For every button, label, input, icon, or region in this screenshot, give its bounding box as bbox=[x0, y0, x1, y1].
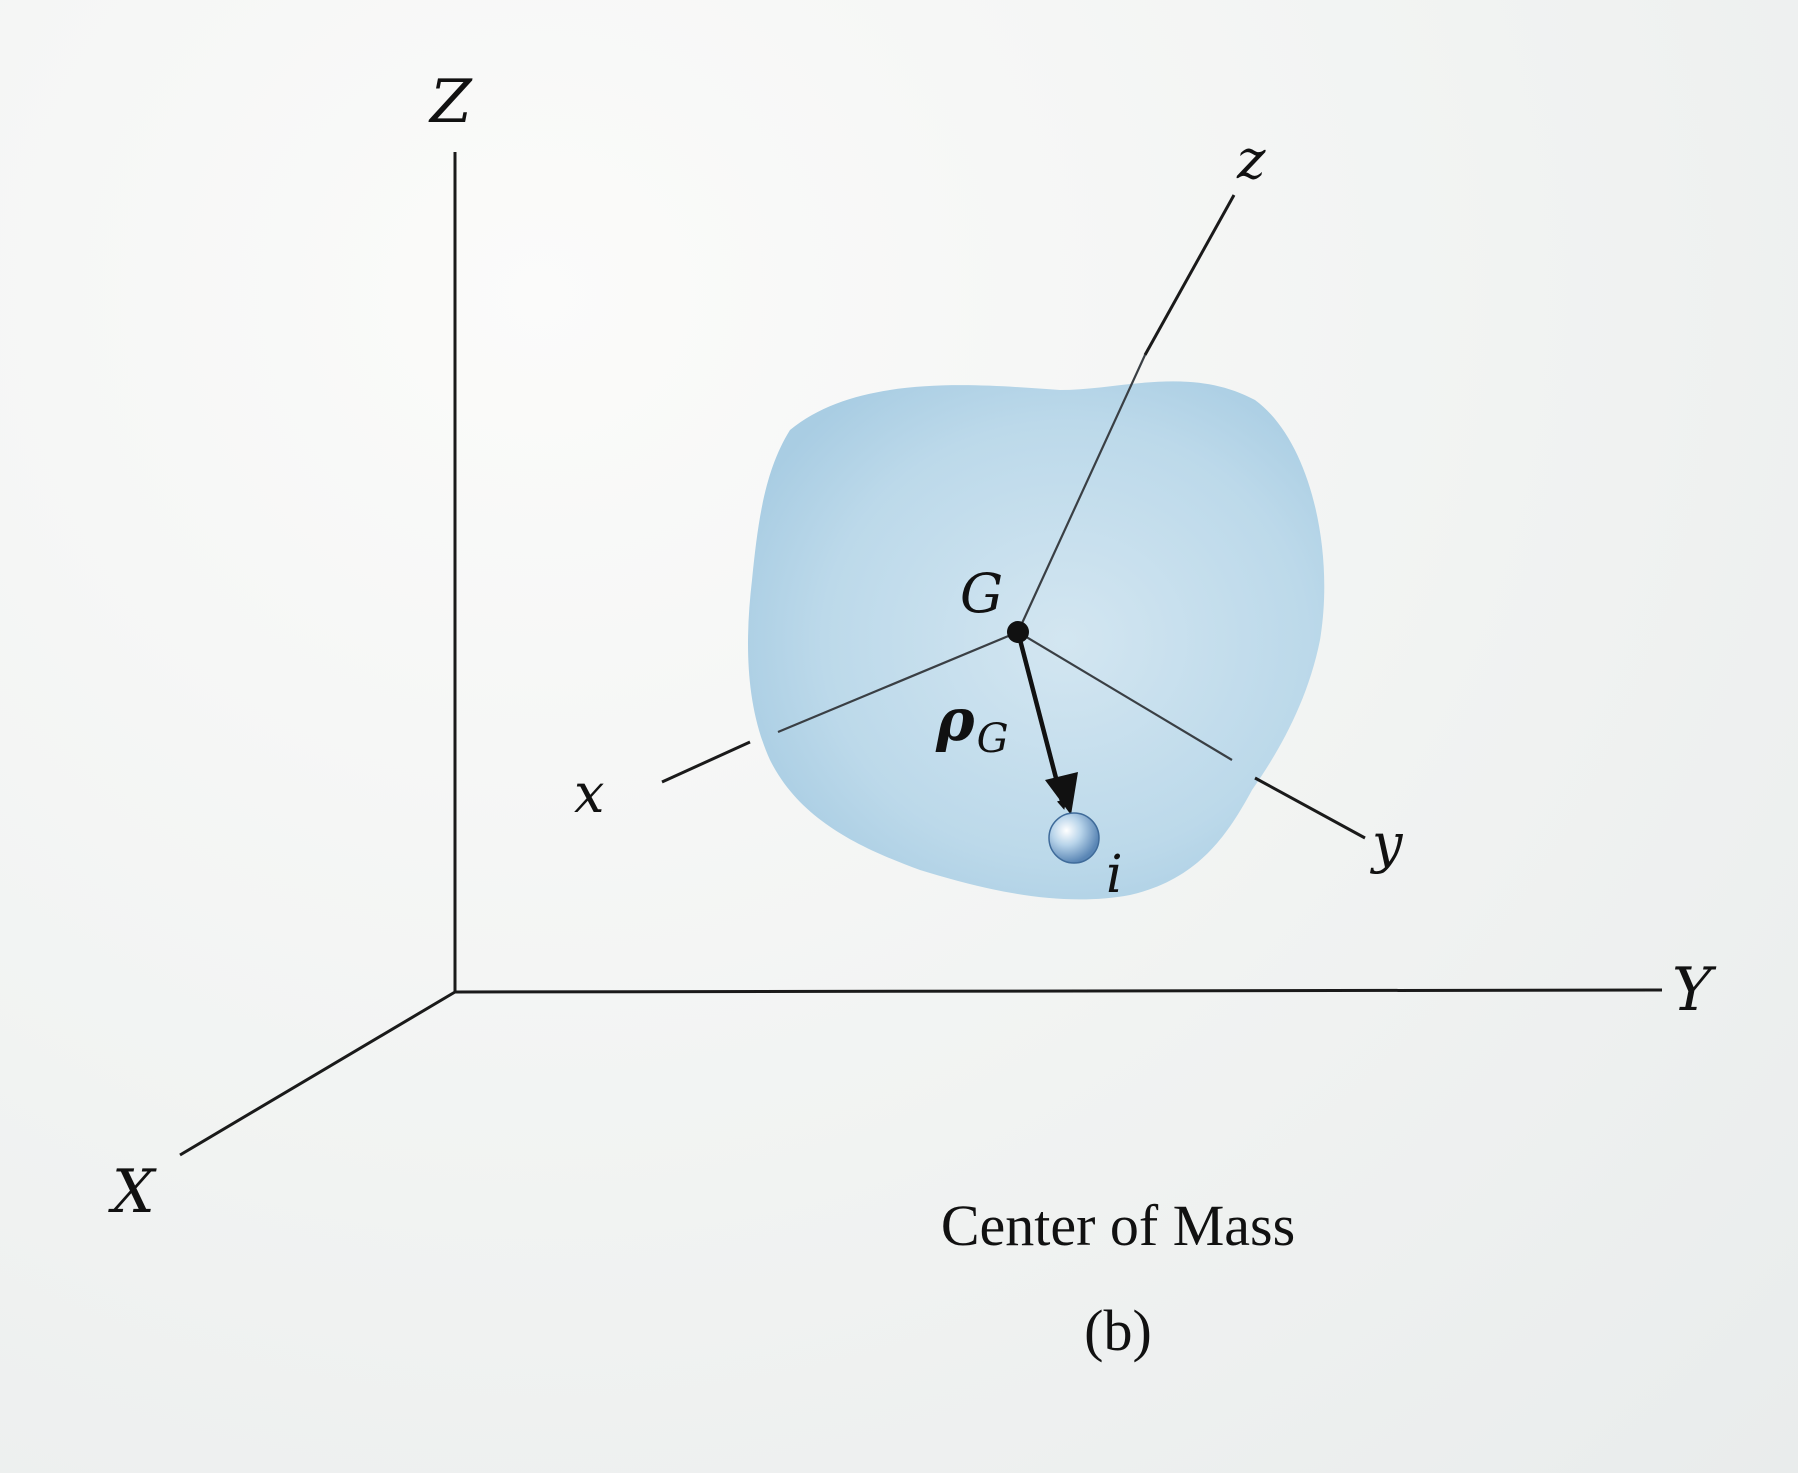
figure-caption: Center of Mass bbox=[941, 1193, 1295, 1258]
y-axis-inner-line bbox=[1017, 631, 1233, 761]
particle-i-sphere bbox=[1048, 812, 1100, 864]
y-axis-outer-line bbox=[1254, 776, 1366, 840]
figure-sublabel: (b) bbox=[1084, 1298, 1152, 1363]
y-axis-label: y bbox=[1370, 812, 1404, 875]
rho-symbol: ρ bbox=[935, 686, 975, 754]
rho-G-label: ρG bbox=[935, 686, 1009, 762]
rho-G-arrowhead bbox=[1045, 772, 1078, 815]
center-of-mass-point bbox=[1007, 621, 1029, 643]
Y-axis-line bbox=[454, 988, 1663, 994]
rho-G-vector-arrow bbox=[1015, 631, 1067, 810]
rigid-body-shape bbox=[747, 381, 1325, 900]
Z-axis-label: Z bbox=[428, 67, 473, 137]
z-axis-inner-line bbox=[1017, 354, 1146, 633]
x-axis-outer-line bbox=[661, 740, 751, 784]
X-axis-line bbox=[179, 990, 456, 1157]
rho-subscript: G bbox=[977, 716, 1009, 762]
x-axis-label: x bbox=[574, 762, 604, 825]
Y-axis-label: Y bbox=[1672, 955, 1717, 1025]
z-axis-label: z bbox=[1236, 128, 1266, 191]
X-axis-label: X bbox=[108, 1157, 157, 1227]
center-of-mass-label: G bbox=[960, 562, 1003, 625]
x-axis-inner-line bbox=[777, 630, 1019, 734]
z-axis-outer-line bbox=[1143, 194, 1236, 356]
particle-i-label: i bbox=[1106, 845, 1123, 905]
